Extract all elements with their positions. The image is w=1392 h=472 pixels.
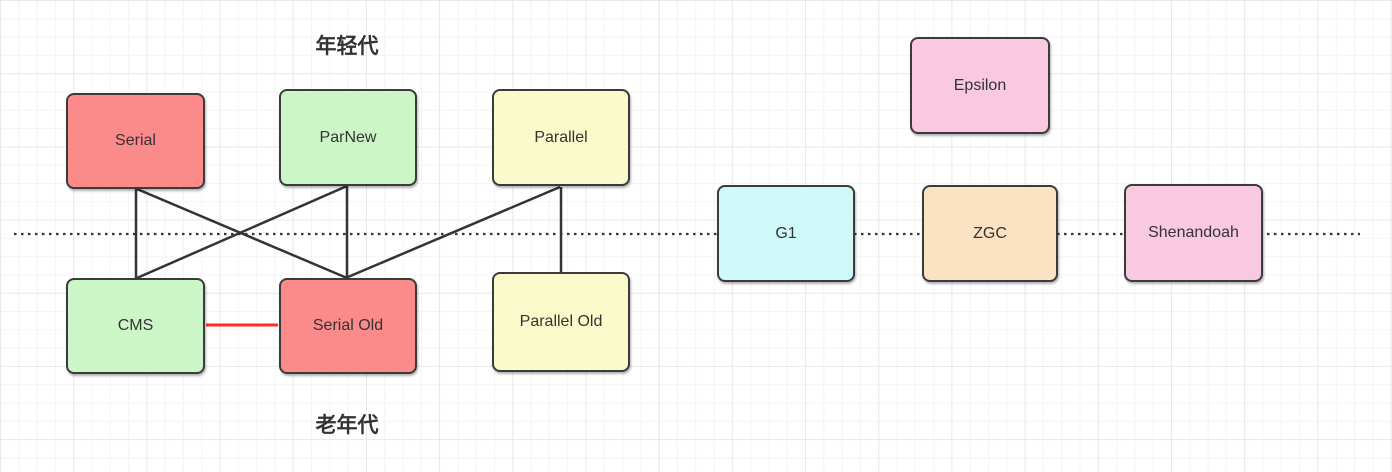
node-label: G1	[775, 224, 797, 242]
node-epsilon[interactable]: Epsilon	[910, 37, 1050, 134]
node-parnew[interactable]: ParNew	[279, 89, 417, 186]
node-parallel[interactable]: Parallel	[492, 89, 630, 186]
node-parallel-old[interactable]: Parallel Old	[492, 272, 630, 372]
node-g1[interactable]: G1	[717, 185, 855, 282]
node-label: Serial	[115, 132, 156, 149]
node-label: Shenandoah	[1148, 224, 1239, 241]
node-label: CMS	[117, 317, 154, 334]
young-generation-label: 年轻代	[315, 35, 379, 58]
node-cms[interactable]: CMS	[66, 278, 205, 374]
node-zgc[interactable]: ZGC	[922, 185, 1058, 282]
node-shenandoah[interactable]: Shenandoah	[1124, 184, 1263, 282]
node-label: Serial Old	[312, 317, 384, 334]
edge-parallel-serial-old	[347, 185, 561, 279]
node-label: Parallel Old	[519, 313, 603, 330]
node-label: Epsilon	[953, 76, 1007, 94]
node-label: Parallel	[534, 128, 588, 146]
edge-parnew-cms	[136, 184, 348, 280]
node-serial[interactable]: Serial	[66, 93, 205, 189]
node-serial-old[interactable]: Serial Old	[279, 278, 417, 374]
old-generation-label: 老年代	[315, 414, 379, 437]
node-label: ZGC	[973, 224, 1007, 242]
edge-serial-serial-old	[136, 187, 348, 280]
node-label: ParNew	[319, 128, 377, 146]
